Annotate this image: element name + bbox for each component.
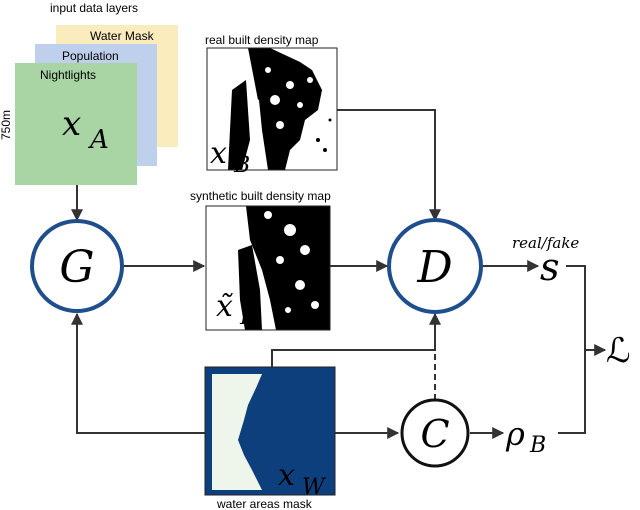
real-map-title: real built density map — [205, 33, 319, 47]
water-mask-label: Water Mask — [90, 29, 155, 43]
svg-text:x̃: x̃ — [216, 289, 234, 324]
svg-text:W: W — [302, 475, 327, 500]
svg-text:B: B — [239, 305, 256, 330]
svg-text:x: x — [62, 104, 81, 144]
nightlights-label: Nightlights — [40, 68, 96, 82]
water-areas-mask-image — [204, 366, 336, 496]
input-variable-xa: x A — [62, 104, 109, 155]
discriminator-node: D — [387, 218, 483, 314]
loss-symbol: ℒ — [606, 331, 631, 371]
water-mask-caption: water areas mask — [216, 497, 313, 510]
svg-text:B: B — [529, 433, 546, 458]
classifier-node: C — [400, 398, 470, 468]
synthetic-map-title: synthetic built density map — [190, 189, 331, 203]
real-fake-label: real/fake — [512, 234, 579, 252]
svg-text:D: D — [416, 242, 452, 293]
svg-text:G: G — [59, 242, 94, 293]
input-layers-title: input data layers — [50, 1, 138, 15]
synthetic-density-map — [205, 205, 331, 331]
real-density-map — [206, 47, 338, 171]
water-mask-variable-xw: x W — [278, 458, 327, 500]
real-map-variable-xb: x B — [210, 136, 250, 178]
svg-text:B: B — [233, 153, 250, 178]
synthetic-map-variable-xb-tilde: x̃ B — [216, 289, 256, 330]
generator-node: G — [30, 219, 124, 313]
population-label: Population — [62, 49, 119, 63]
scale-label-750m: 750m — [0, 110, 13, 140]
nightlights-layer — [15, 63, 137, 185]
connections — [71, 109, 607, 439]
rho-b-output: ρ B — [505, 415, 546, 458]
score-s: s — [540, 245, 560, 289]
svg-text:x: x — [210, 136, 227, 171]
svg-text:C: C — [420, 412, 449, 456]
svg-text:A: A — [88, 125, 109, 155]
svg-text:ρ: ρ — [505, 415, 525, 453]
svg-text:x: x — [278, 458, 295, 493]
